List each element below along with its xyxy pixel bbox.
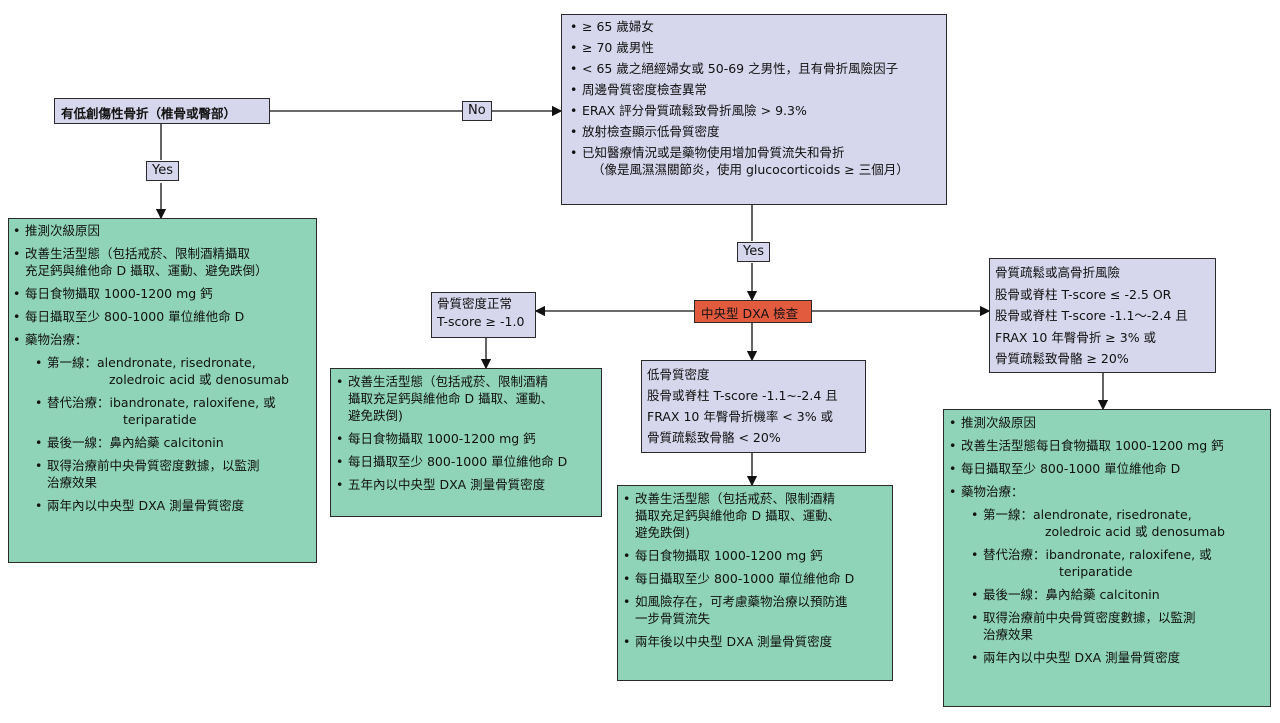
treatment-item: 改善生活型態（包括戒菸、限制酒精 攝取充足鈣與維他命 D 攝取、運動、 避免跌倒… (334, 373, 598, 424)
treatment-item: 藥物治療： (11, 331, 312, 348)
low-bmd-line: FRAX 10 年臀骨折機率 < 3% 或 (647, 409, 834, 424)
treatment-item: 五年內以中央型 DXA 測量骨質密度 (334, 476, 598, 493)
treatment-item-line: 避免跌倒) (348, 408, 403, 423)
treatment-item: 取得治療前中央骨質密度數據，以監測 治療效果 (969, 609, 1267, 643)
criteria-item: 周邊骨質密度檢查異常 (568, 81, 940, 98)
medication-line: teriparatide (1059, 564, 1133, 579)
medication-line: 第一線：alendronate, risedronate, (983, 507, 1192, 522)
high-risk-line: 股骨或脊柱 T-score ≤ -2.5 OR (995, 286, 1172, 302)
treatment-item: 改善生活型態（包括戒菸、限制酒精 攝取充足鈣與維他命 D 攝取、運動、 避免跌倒… (621, 490, 889, 541)
low-treatment-list: 改善生活型態（包括戒菸、限制酒精 攝取充足鈣與維他命 D 攝取、運動、 避免跌倒… (621, 490, 889, 650)
medication-line: 替代治療：ibandronate, raloxifene, 或 (47, 395, 276, 410)
medication-line: 第一線：alendronate, risedronate, (47, 355, 256, 370)
criteria-item: < 65 歲之絕經婦女或 50-69 之男性，且有骨折風險因子 (568, 60, 940, 77)
start-node-fracture: 有低創傷性骨折（椎骨或臀部） (54, 98, 270, 124)
medication-line: 替代治療：ibandronate, raloxifene, 或 (983, 547, 1212, 562)
low-bmd-line: 股骨或脊柱 T-score -1.1~-2.4 且 (647, 388, 838, 403)
treatment-item: 如風險存在，可考慮藥物治療以預防進 一步骨質流失 (621, 593, 889, 627)
medication-item: 最後一線：鼻內給藥 calcitonin (969, 586, 1267, 603)
treatment-item: 取得治療前中央骨質密度數據，以監測 治療效果 (33, 457, 312, 491)
treatment-item-line: 攝取充足鈣與維他命 D 攝取、運動、 (348, 391, 554, 406)
high-risk-line: 股骨或脊柱 T-score -1.1～-2.4 且 (995, 308, 1188, 323)
medication-item: 最後一線：鼻內給藥 calcitonin (33, 434, 312, 451)
high-risk-box: 骨質疏鬆或高骨折風險 股骨或脊柱 T-score ≤ -2.5 OR 股骨或脊柱… (989, 258, 1216, 373)
treatment-item: 改善生活型態每日食物攝取 1000-1200 mg 鈣 (947, 437, 1267, 454)
medication-item: 替代治療：ibandronate, raloxifene, 或 teripara… (33, 394, 312, 428)
low-bmd-box: 低骨質密度 股骨或脊柱 T-score -1.1~-2.4 且 FRAX 10 … (641, 360, 866, 453)
treatment-item-line: 改善生活型態（包括戒菸、限制酒精 (635, 491, 836, 506)
low-treatment-box: 改善生活型態（包括戒菸、限制酒精 攝取充足鈣與維他命 D 攝取、運動、 避免跌倒… (617, 485, 893, 681)
medication-line: zoledroic acid 或 denosumab (109, 372, 289, 387)
start-node-title: 有低創傷性骨折（椎骨或臀部） (61, 106, 237, 121)
medication-item: 第一線：alendronate, risedronate, zoledroic … (969, 506, 1267, 540)
treatment-item-line: 改善生活型態（包括戒菸、限制酒精 (348, 374, 549, 389)
treatment-item-line: 取得治療前中央骨質密度數據，以監測 (47, 458, 260, 473)
medication-line: zoledroic acid 或 denosumab (1045, 524, 1225, 539)
treatment-item: 藥物治療： (947, 483, 1267, 500)
medication-line: teriparatide (123, 412, 197, 427)
treatment-item: 每日攝取至少 800-1000 單位維他命 D (334, 453, 598, 470)
low-bmd-title: 低骨質密度 (647, 367, 710, 382)
treatment-item: 兩年後以中央型 DXA 測量骨質密度 (621, 633, 889, 650)
high-risk-title: 骨質疏鬆或高骨折風險 (995, 265, 1121, 280)
treatment-item-line: 治療效果 (47, 475, 98, 490)
treatment-item-line: 攝取充足鈣與維他命 D 攝取、運動、 (635, 508, 841, 523)
medication-item: 第一線：alendronate, risedronate, zoledroic … (33, 354, 312, 388)
criteria-item-text: 已知醫療情況或是藥物使用增加骨質流失和骨折 (582, 145, 845, 160)
dxa-exam-title: 中央型 DXA 檢查 (701, 306, 799, 321)
treatment-item: 每日攝取至少 800-1000 單位維他命 D (11, 308, 312, 325)
fracture-treatment-list: 推測次級原因 改善生活型態（包括戒菸、限制酒精攝取 充足鈣與維他命 D 攝取、運… (11, 222, 312, 514)
dxa-exam-node: 中央型 DXA 檢查 (694, 300, 812, 323)
treatment-item: 每日食物攝取 1000-1200 mg 鈣 (334, 430, 598, 447)
normal-treatment-box: 改善生活型態（包括戒菸、限制酒精 攝取充足鈣與維他命 D 攝取、運動、 避免跌倒… (330, 368, 602, 517)
treatment-item: 推測次級原因 (947, 414, 1267, 431)
treatment-item: 改善生活型態（包括戒菸、限制酒精攝取 充足鈣與維他命 D 攝取、運動、避免跌倒） (11, 245, 312, 279)
treatment-item-line: 取得治療前中央骨質密度數據，以監測 (983, 610, 1196, 625)
treatment-item-line: 治療效果 (983, 627, 1034, 642)
high-risk-line: 骨質疏鬆致骨骼 ≥ 20% (995, 351, 1129, 366)
treatment-item-line: 一步骨質流失 (635, 611, 711, 626)
treatment-item: 每日攝取至少 800-1000 單位維他命 D (947, 460, 1267, 477)
treatment-item: 每日攝取至少 800-1000 單位維他命 D (621, 570, 889, 587)
normal-bmd-title: 骨質密度正常 (437, 296, 513, 311)
criteria-item: ≥ 70 歲男性 (568, 39, 940, 56)
low-bmd-line: 骨質疏鬆致骨骼 < 20% (647, 430, 781, 445)
high-treatment-list: 推測次級原因 改善生活型態每日食物攝取 1000-1200 mg 鈣 每日攝取至… (947, 414, 1267, 666)
label-no: No (462, 101, 492, 121)
high-treatment-box: 推測次級原因 改善生活型態每日食物攝取 1000-1200 mg 鈣 每日攝取至… (943, 409, 1271, 707)
treatment-item: 每日食物攝取 1000-1200 mg 鈣 (11, 285, 312, 302)
normal-bmd-criteria: T-score ≥ -1.0 (437, 313, 525, 329)
risk-criteria-list: ≥ 65 歲婦女 ≥ 70 歲男性 < 65 歲之絕經婦女或 50-69 之男性… (568, 18, 940, 178)
criteria-item: ≥ 65 歲婦女 (568, 18, 940, 35)
normal-bmd-box: 骨質密度正常 T-score ≥ -1.0 (431, 292, 536, 338)
treatment-item: 每日食物攝取 1000-1200 mg 鈣 (621, 547, 889, 564)
treatment-item-line: 充足鈣與維他命 D 攝取、運動、避免跌倒） (25, 263, 268, 278)
criteria-item: 已知醫療情況或是藥物使用增加骨質流失和骨折 （像是風濕濕關節炎，使用 gluco… (568, 144, 940, 178)
fracture-treatment-box: 推測次級原因 改善生活型態（包括戒菸、限制酒精攝取 充足鈣與維他命 D 攝取、運… (8, 218, 317, 563)
treatment-item: 推測次級原因 (11, 222, 312, 239)
treatment-item-line: 避免跌倒) (635, 525, 690, 540)
label-yes-center: Yes (737, 242, 770, 262)
normal-treatment-list: 改善生活型態（包括戒菸、限制酒精 攝取充足鈣與維他命 D 攝取、運動、 避免跌倒… (334, 373, 598, 493)
criteria-item: 放射檢查顯示低骨質密度 (568, 123, 940, 140)
criteria-item: ERAX 評分骨質疏鬆致骨折風險 > 9.3% (568, 102, 940, 119)
treatment-item: 兩年內以中央型 DXA 測量骨質密度 (33, 497, 312, 514)
risk-criteria-box: ≥ 65 歲婦女 ≥ 70 歲男性 < 65 歲之絕經婦女或 50-69 之男性… (561, 14, 947, 205)
treatment-item: 兩年內以中央型 DXA 測量骨質密度 (969, 649, 1267, 666)
label-yes-left: Yes (146, 161, 179, 181)
treatment-item-line: 改善生活型態（包括戒菸、限制酒精攝取 (25, 246, 251, 261)
high-risk-line: FRAX 10 年臀骨折 ≥ 3% 或 (995, 329, 1157, 345)
criteria-note: （像是風濕濕關節炎，使用 glucocorticoids ≥ 三個月） (592, 162, 909, 177)
medication-item: 替代治療：ibandronate, raloxifene, 或 teripara… (969, 546, 1267, 580)
treatment-item-line: 如風險存在，可考慮藥物治療以預防進 (635, 594, 848, 609)
